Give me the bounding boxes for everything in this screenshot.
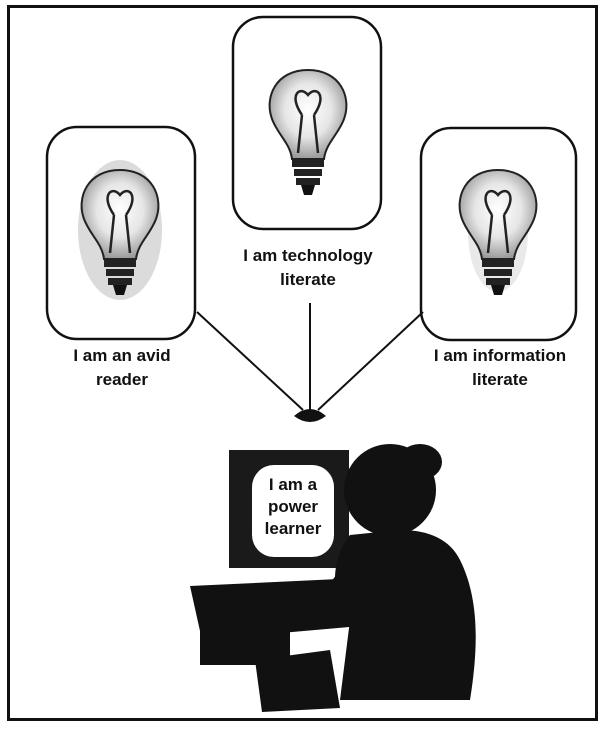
bulb-card-center — [231, 15, 383, 231]
eye-icon — [294, 409, 326, 422]
bulb-card-right — [419, 126, 578, 342]
label-information-literate: I am information literate — [433, 346, 567, 389]
label-technology-literate: I am technology literate — [243, 246, 373, 289]
monitor-screen — [252, 465, 334, 557]
screen-text-power-learner: I am a power learner — [264, 475, 322, 538]
bulb-card-left — [45, 125, 197, 341]
label-avid-reader: I am an avid reader — [73, 346, 171, 389]
connector-lines — [196, 303, 424, 411]
